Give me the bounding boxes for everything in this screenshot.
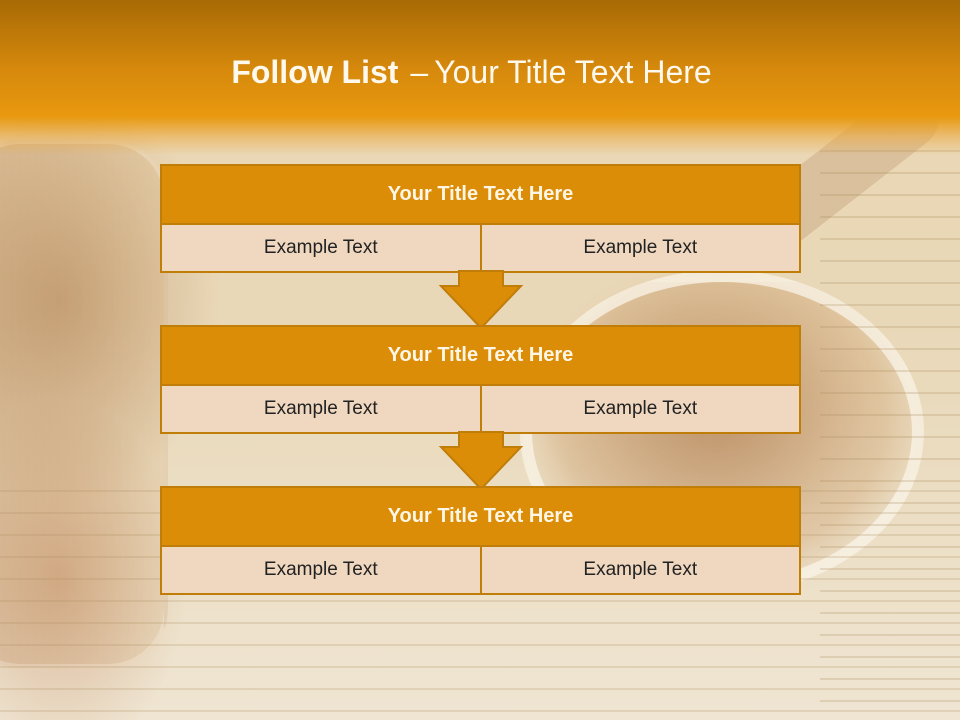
- box-cell-left: Example Text: [162, 386, 480, 432]
- box-title: Your Title Text Here: [162, 488, 799, 547]
- honey-jar-image: [0, 140, 168, 668]
- box-cell-left: Example Text: [162, 547, 480, 593]
- box-row: Example Text Example Text: [162, 225, 799, 271]
- header-band: [0, 0, 960, 155]
- slide-title-separator: –: [410, 54, 429, 90]
- slide-title-rest: Your Title Text Here: [434, 54, 712, 90]
- box-row: Example Text Example Text: [162, 386, 799, 432]
- follow-box-2: Your Title Text Here Example Text Exampl…: [160, 325, 801, 434]
- box-cell-right: Example Text: [479, 547, 799, 593]
- box-cell-left: Example Text: [162, 225, 480, 271]
- follow-box-3: Your Title Text Here Example Text Exampl…: [160, 486, 801, 595]
- box-title: Your Title Text Here: [162, 166, 799, 225]
- box-cell-right: Example Text: [479, 386, 799, 432]
- down-arrow-icon: [438, 431, 524, 491]
- box-row: Example Text Example Text: [162, 547, 799, 593]
- follow-box-1: Your Title Text Here Example Text Exampl…: [160, 164, 801, 273]
- slide-title-bold: Follow List: [231, 54, 399, 90]
- box-cell-right: Example Text: [479, 225, 799, 271]
- slide-title: Follow List–Your Title Text Here: [0, 54, 943, 91]
- bamboo-mat-image: [820, 130, 960, 720]
- down-arrow-icon: [438, 270, 524, 330]
- box-title: Your Title Text Here: [162, 327, 799, 386]
